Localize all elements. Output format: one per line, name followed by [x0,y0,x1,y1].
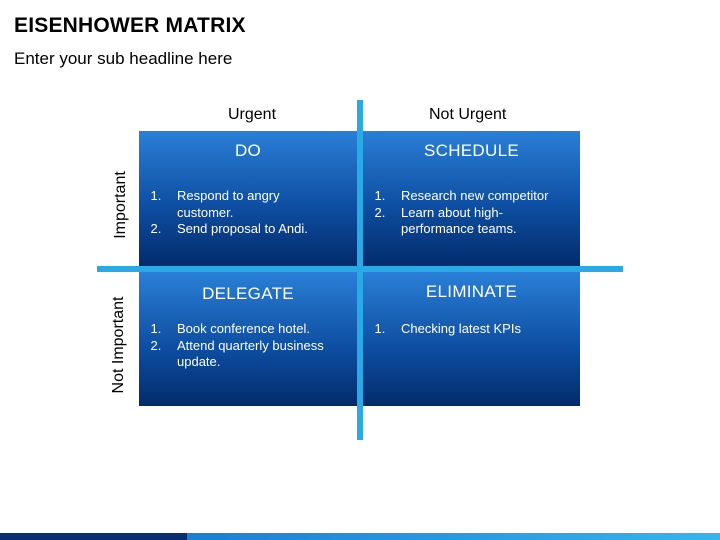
quadrant-schedule-list: Research new competitor Learn about high… [363,188,559,238]
quadrant-do: DO Respond to angry customer. Send propo… [139,131,357,266]
column-label-urgent: Urgent [228,106,277,123]
list-item: Research new competitor [389,188,559,205]
quadrant-eliminate: ELIMINATE Checking latest KPIs [363,272,580,406]
quadrant-eliminate-title: ELIMINATE [425,282,518,301]
list-item: Book conference hotel. [165,321,345,338]
quadrant-do-title: DO [234,141,262,160]
quadrant-schedule: SCHEDULE Research new competitor Learn a… [363,131,580,266]
list-item: Respond to angry customer. [165,188,335,221]
horizontal-axis-line [97,266,623,272]
row-label-not-important: Not Important [110,296,127,394]
quadrant-delegate-title: DELEGATE [202,284,294,303]
list-item: Attend quarterly business update. [165,338,345,371]
list-item: Send proposal to Andi. [165,221,335,238]
footer-bar [0,533,720,540]
quadrant-delegate: DELEGATE Book conference hotel. Attend q… [139,272,357,406]
quadrant-schedule-title: SCHEDULE [424,141,519,160]
page-title: EISENHOWER MATRIX [14,14,246,37]
column-label-not-urgent: Not Urgent [429,106,507,123]
quadrant-delegate-list: Book conference hotel. Attend quarterly … [139,321,345,371]
page-subtitle: Enter your sub headline here [14,49,233,68]
row-label-important: Important [112,171,129,239]
quadrant-do-list: Respond to angry customer. Send proposal… [139,188,335,238]
quadrant-eliminate-list: Checking latest KPIs [363,321,559,338]
list-item: Checking latest KPIs [389,321,559,338]
list-item: Learn about high-performance teams. [389,205,559,238]
